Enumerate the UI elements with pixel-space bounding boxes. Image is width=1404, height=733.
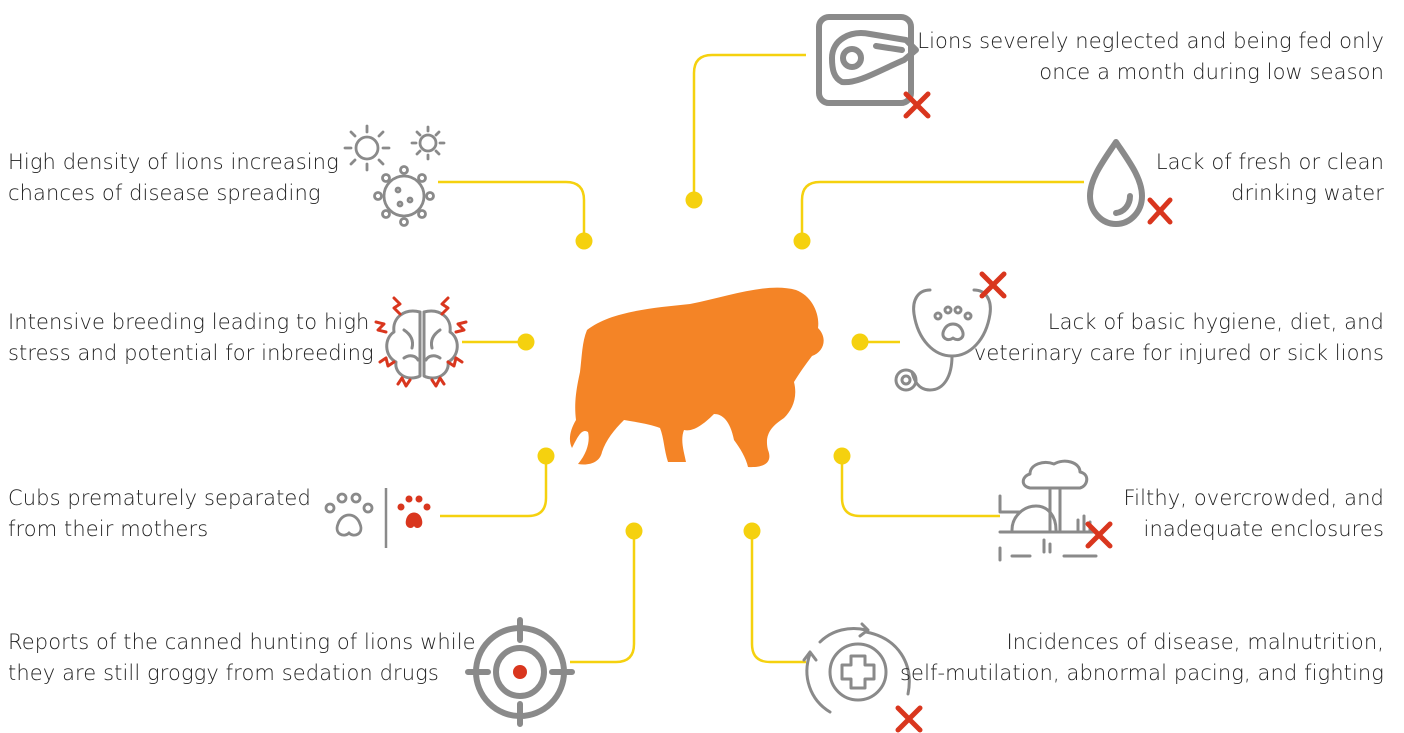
label-line: High density of lions increasing bbox=[8, 150, 339, 174]
dot-disease-density bbox=[575, 232, 593, 250]
separated-paws-icon bbox=[324, 488, 431, 548]
label-cubs: Cubs prematurely separated from their mo… bbox=[8, 483, 311, 545]
virus-icon bbox=[343, 124, 446, 227]
label-line: Incidences of disease, malnutrition, bbox=[1006, 630, 1384, 654]
label-line: Lack of fresh or clean bbox=[1155, 150, 1384, 174]
dot-hunting bbox=[625, 522, 643, 540]
label-line: Lions severely neglected and being fed o… bbox=[917, 29, 1384, 53]
label-breeding: Intensive breeding leading to high stres… bbox=[8, 307, 374, 369]
stethoscope-cross-mark bbox=[979, 271, 1007, 299]
label-line: drinking water bbox=[1231, 181, 1384, 205]
dot-water bbox=[793, 232, 811, 250]
label-line: once a month during low season bbox=[1039, 60, 1384, 84]
label-line: Lack of basic hygiene, diet, and bbox=[1047, 310, 1384, 334]
meat-plate-crossed-icon bbox=[816, 14, 919, 106]
connector-enclosures bbox=[840, 456, 1000, 518]
health-cycle-crossed-icon bbox=[802, 622, 911, 714]
label-line: Reports of the canned hunting of lions w… bbox=[8, 630, 476, 654]
connectors bbox=[438, 53, 1084, 664]
dot-neglect bbox=[685, 191, 703, 209]
water-drop-cross-mark bbox=[1147, 197, 1173, 225]
lion-silhouette bbox=[569, 287, 824, 468]
dot-enclosures bbox=[833, 447, 851, 465]
label-disease-density: High density of lions increasing chances… bbox=[8, 147, 339, 209]
dot-vet-care bbox=[851, 333, 869, 351]
dot-health bbox=[743, 522, 761, 540]
connector-neglect bbox=[692, 53, 806, 199]
label-line: Cubs prematurely separated bbox=[8, 486, 311, 510]
connector-hunting bbox=[570, 531, 636, 664]
connector-health bbox=[750, 531, 806, 664]
label-line: they are still groggy from sedation drug… bbox=[8, 661, 439, 685]
crosshair-icon bbox=[465, 617, 575, 727]
dot-cubs bbox=[537, 447, 555, 465]
dot-breeding bbox=[517, 333, 535, 351]
health-cycle-cross-mark bbox=[895, 705, 923, 733]
label-line: Filthy, overcrowded, and bbox=[1123, 486, 1384, 510]
label-hunting: Reports of the canned hunting of lions w… bbox=[8, 627, 476, 689]
label-health: Incidences of disease, malnutrition, sel… bbox=[900, 627, 1384, 689]
enclosure-cross-mark bbox=[1085, 521, 1113, 549]
connector-disease-density bbox=[438, 180, 586, 240]
connector-dots bbox=[517, 191, 869, 540]
label-vet-care: Lack of basic hygiene, diet, and veterin… bbox=[974, 307, 1384, 369]
label-water: Lack of fresh or clean drinking water bbox=[1156, 147, 1384, 209]
connector-cubs bbox=[440, 456, 548, 518]
label-line: veterinary care for injured or sick lion… bbox=[973, 341, 1384, 365]
meat-plate-cross-mark bbox=[903, 91, 931, 119]
label-line: inadequate enclosures bbox=[1143, 517, 1384, 541]
enclosure-crossed-icon bbox=[998, 459, 1098, 562]
label-neglect: Lions severely neglected and being fed o… bbox=[917, 26, 1384, 88]
crosshair-center bbox=[513, 665, 527, 679]
connector-water bbox=[800, 180, 1084, 240]
label-line: stress and potential for inbreeding bbox=[8, 341, 374, 365]
stethoscope-crossed-icon bbox=[894, 288, 992, 392]
water-drop-crossed-icon bbox=[1087, 139, 1145, 227]
label-line: chances of disease spreading bbox=[8, 181, 321, 205]
stressed-brain-icon bbox=[374, 296, 468, 388]
label-enclosures: Filthy, overcrowded, and inadequate encl… bbox=[1124, 483, 1385, 545]
label-line: from their mothers bbox=[8, 517, 209, 541]
label-line: Intensive breeding leading to high bbox=[8, 310, 370, 334]
label-line: self-mutilation, abnormal pacing, and fi… bbox=[900, 661, 1384, 685]
